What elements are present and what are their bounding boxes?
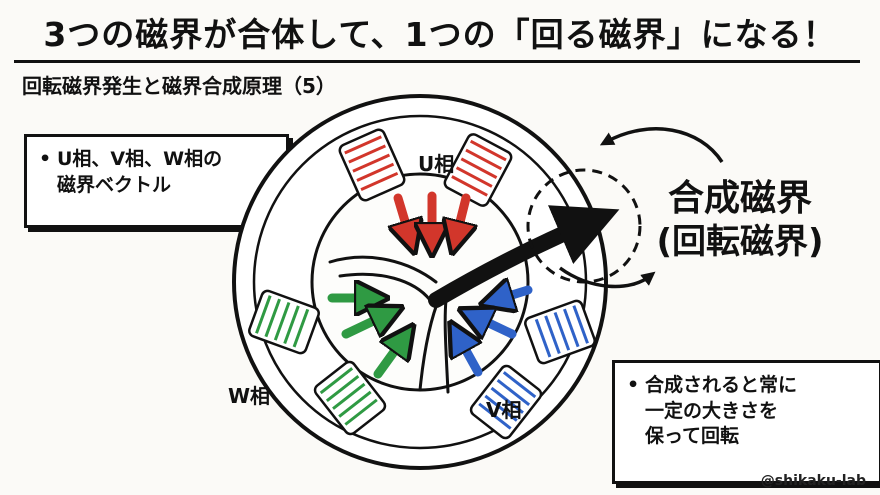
note-constant-magnitude: • 合成されると常に 一定の大きさを 保って回転	[612, 360, 880, 484]
combined-field-label: 合成磁界 (回転磁界)	[640, 176, 840, 264]
v-arrow	[496, 290, 533, 300]
credit: @shikaku-lab	[760, 473, 866, 489]
page-title: 3つの磁界が合体して、1つの「回る磁界」になる！	[43, 15, 837, 54]
note-line: 磁界ベクトル	[57, 173, 172, 196]
w-arrow	[373, 338, 404, 379]
u-phase-label: U相	[418, 152, 455, 176]
v-field-arrows	[458, 290, 533, 377]
v-arrow	[458, 336, 483, 377]
note-line: U相、V相、W相の	[57, 148, 223, 170]
u-field-arrows	[398, 191, 466, 240]
w-arrow	[341, 314, 388, 339]
note-line: 一定の大きさを	[645, 399, 779, 422]
stator-inner-ring	[310, 172, 530, 392]
page-subtitle: 回転磁界発生と磁界合成原理（5）	[22, 74, 336, 98]
rotation-arrow-bottom	[558, 266, 656, 289]
v-phase-label: V相	[486, 398, 522, 422]
note-phase-vectors: • U相、V相、W相の 磁界ベクトル	[24, 134, 289, 228]
bullet: •	[39, 148, 52, 170]
w-phase-coils	[248, 289, 387, 436]
combined-field-arrow	[428, 205, 620, 308]
w-field-arrows	[327, 298, 404, 379]
u-phase-coils	[338, 128, 513, 207]
note-line: 保って回転	[645, 425, 740, 448]
title-underline	[14, 60, 860, 63]
w-phase-label: W相	[228, 384, 271, 408]
note-line: 合成されると常に	[645, 374, 798, 396]
rotating-field-subtitle: (回転磁界)	[656, 222, 824, 262]
rotation-arrow-top	[599, 127, 724, 163]
bullet: •	[627, 374, 640, 396]
u-arrow	[398, 193, 410, 238]
combined-field-title: 合成磁界	[667, 178, 812, 219]
v-phase-coils	[469, 299, 596, 440]
swirl-strokes	[328, 255, 450, 394]
u-arrow	[456, 193, 466, 238]
